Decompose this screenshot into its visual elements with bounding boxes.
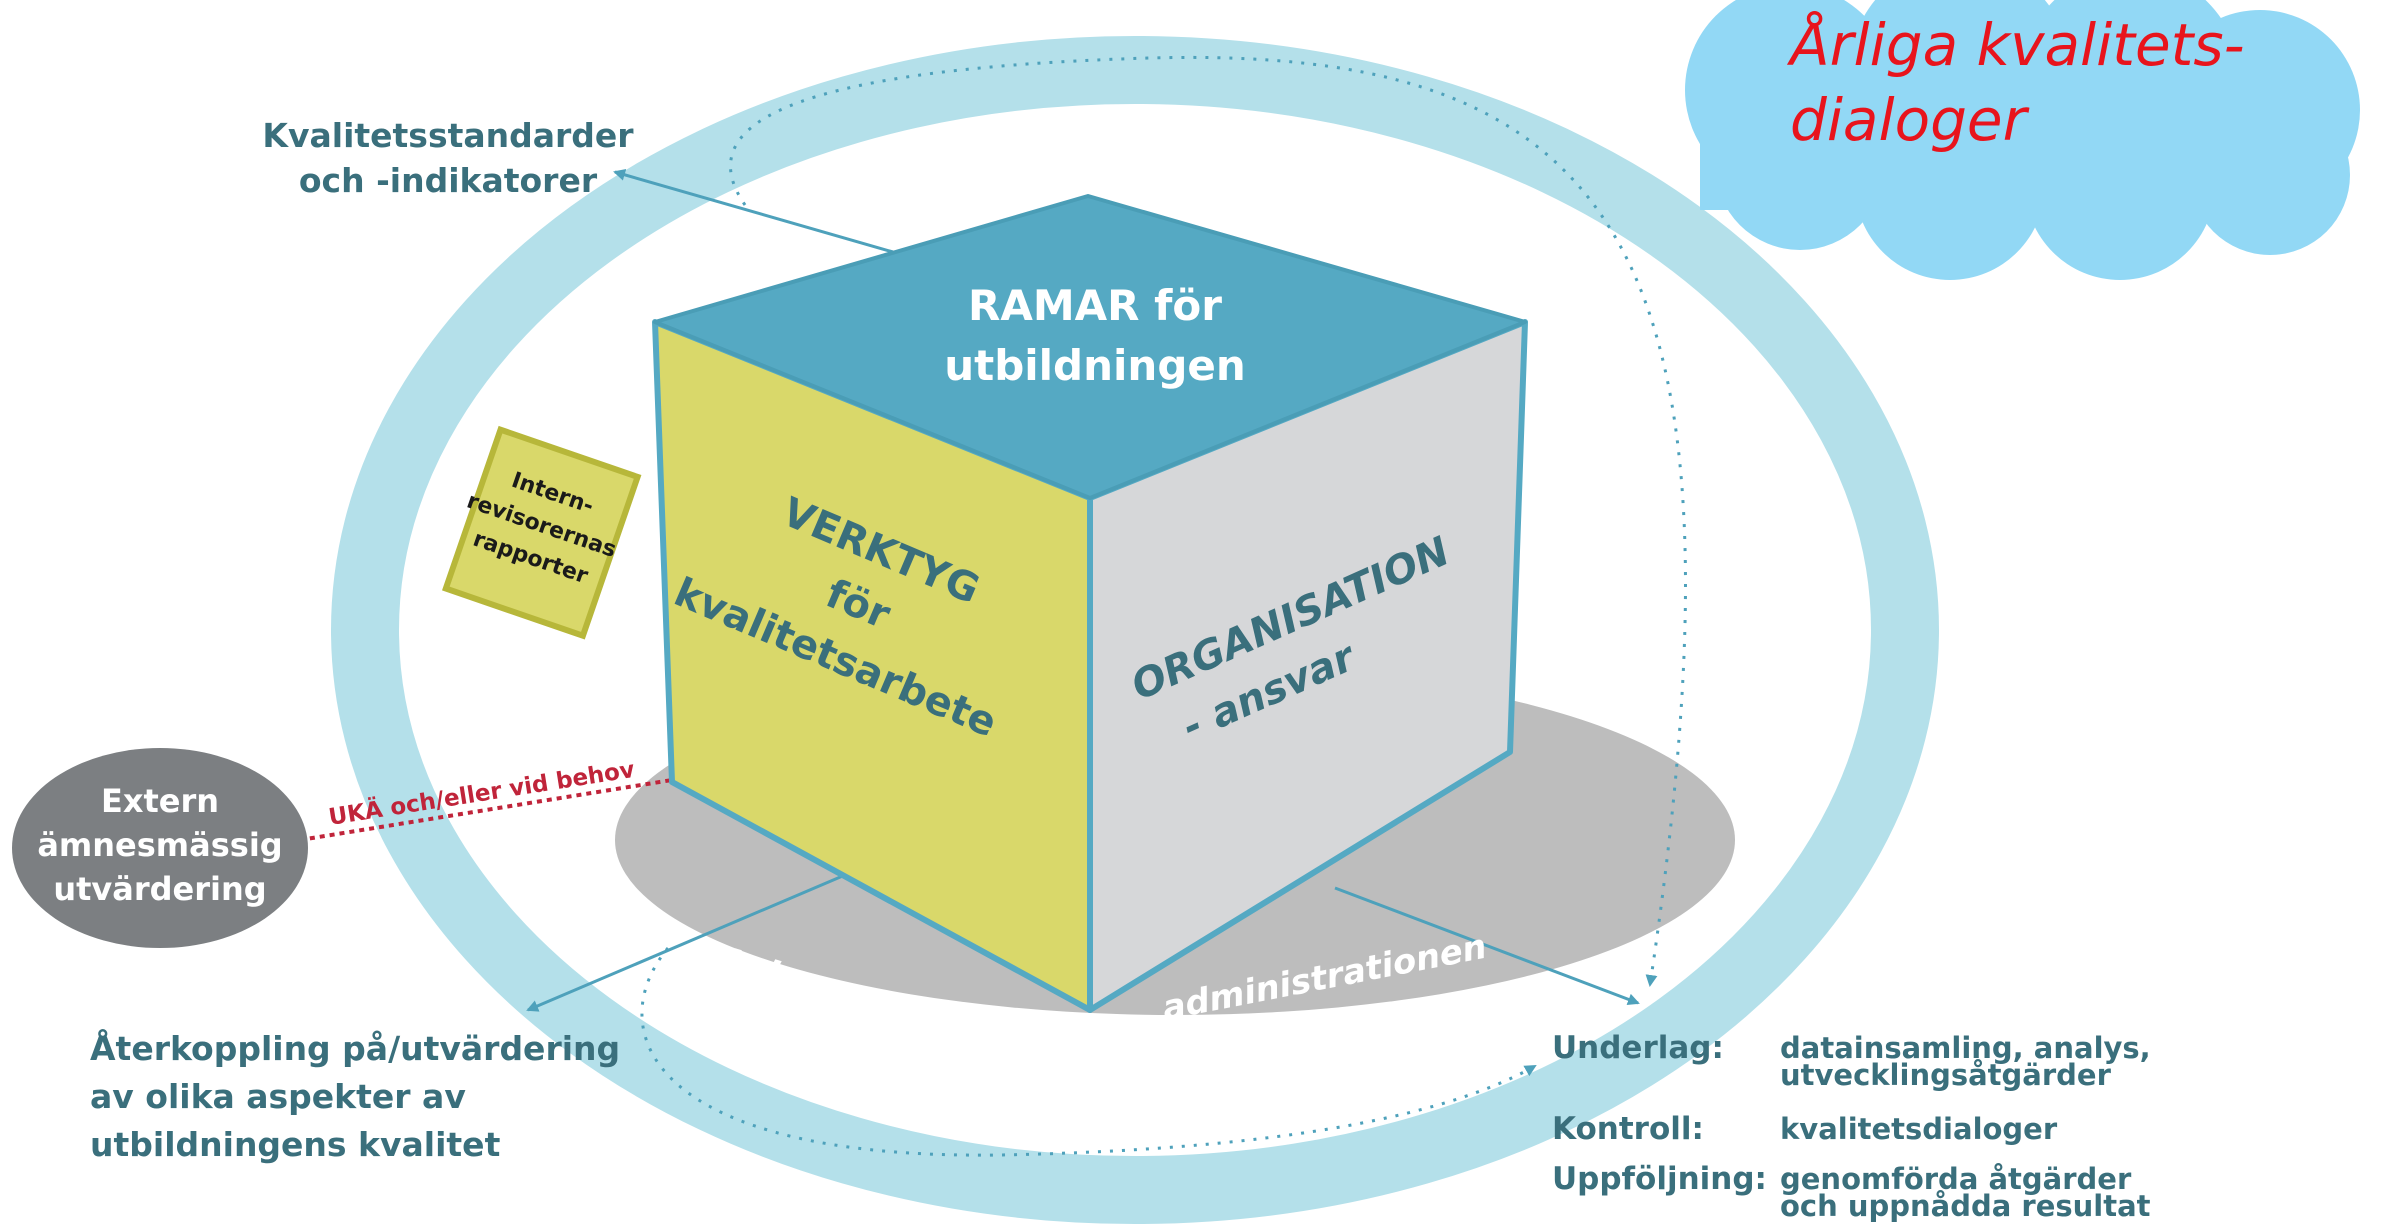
cube-top-label-2: utbildningen (944, 341, 1246, 390)
cloud-shape (1685, 0, 2360, 280)
cube-top-face (653, 194, 1527, 500)
legend-desc-underlag-1: datainsamling, analys, (1780, 1031, 2151, 1065)
legend-term-underlag: Underlag: (1552, 1030, 1724, 1066)
dotted-cycle-arrow-top (729, 55, 1687, 987)
legend-desc-kontroll: kvalitetsdialoger (1780, 1112, 2058, 1146)
external-evaluation-label-2: ämnesmässig (37, 826, 282, 864)
arrow-to-feedback (526, 873, 846, 1012)
external-evaluation-ellipse (12, 748, 308, 948)
cube (652, 194, 1528, 1013)
feedback-label-1: Återkoppling på/utvärdering (90, 1028, 620, 1068)
feedback-label-2: av olika aspekter av (90, 1077, 466, 1116)
external-evaluation-label-1: Extern (101, 782, 219, 820)
cloud-label-2: dialoger (1790, 86, 2030, 154)
quality-cycle-ring (331, 36, 1939, 1224)
legend-term-uppfoljning: Uppföljning: (1552, 1161, 1767, 1197)
standards-label-1: Kvalitetsstandarder (262, 116, 634, 155)
external-evaluation-label-3: utvärdering (53, 870, 266, 908)
uka-link-line (299, 778, 673, 842)
legend-desc-underlag-2: utvecklingsåtgärder (1780, 1058, 2112, 1092)
legend-desc-uppfoljning-1: genomförda åtgärder (1780, 1162, 2132, 1196)
legend-term-kontroll: Kontroll: (1552, 1111, 1704, 1147)
internal-audit-box: Intern- revisorernas rapporter (442, 425, 642, 640)
legend-desc-uppfoljning-2: och uppnådda resultat (1780, 1189, 2151, 1223)
standards-label-2: och -indikatorer (299, 161, 598, 200)
arrow-to-standards (613, 168, 894, 254)
cloud-label-1: Årliga kvalitets- (1786, 10, 2245, 79)
feedback-label-3: utbildningens kvalitet (90, 1125, 501, 1164)
arrow-to-legend (1334, 886, 1640, 1006)
legend: Underlag: datainsamling, analys, utveckl… (1552, 1030, 2151, 1223)
cube-top-label-1: RAMAR för (968, 281, 1222, 330)
